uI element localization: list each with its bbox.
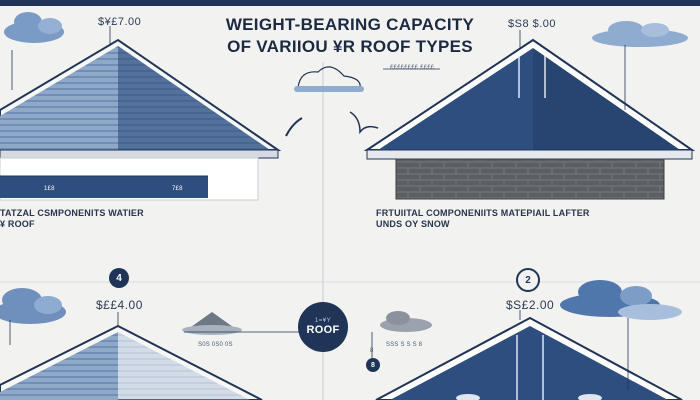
price-bottom-left: $££4.00 <box>96 298 143 312</box>
step-number-2: 2 <box>516 268 540 292</box>
infographic-title: WEIGHT-BEARING CAPACITY OF VARIIOU ¥R RO… <box>180 14 520 58</box>
title-line-2: OF VARIIOU ¥R ROOF TYPES <box>227 37 473 56</box>
cloud-icon <box>560 280 682 320</box>
bar-label-right: 7£8 <box>172 186 183 192</box>
section-heading-right-line1: FRTUIITAL COMPONENIITS MATEPIAIL LAFTER <box>376 208 590 218</box>
cloud-icon <box>4 12 64 43</box>
center-roof-badge: 1=¥Y ROOF <box>298 302 348 352</box>
cloud-outline-icon <box>294 66 364 92</box>
cloud-icon <box>380 311 432 332</box>
center-badge-label: ROOF <box>306 324 340 336</box>
section-heading-left-line2: ¥ ROOF <box>0 219 35 229</box>
roof-bottom-right <box>375 316 683 400</box>
label-bottom-right: SSS S S S 8 <box>386 342 423 348</box>
section-heading-left-line1: TATZAL CSMPONENITS WATIER <box>0 208 144 218</box>
small-number-label: 8 <box>370 348 374 354</box>
price-top-left: $¥£7.00 <box>98 16 142 28</box>
price-bottom-right: $S£2.00 <box>506 298 555 312</box>
roof-top-left <box>0 38 282 201</box>
top-bar <box>0 0 700 6</box>
roof-bottom-left <box>0 324 263 400</box>
roof-label-right: ££££££££ ££££ <box>390 65 435 71</box>
label-bottom-center: S0S 0S0 0S <box>198 342 233 348</box>
title-line-1: WEIGHT-BEARING CAPACITY <box>225 15 475 34</box>
section-heading-right: FRTUIITAL COMPONENIITS MATEPIAIL LAFTER … <box>376 208 590 230</box>
step-number-4: 4 <box>109 268 129 288</box>
cloud-icon <box>592 21 688 47</box>
roof-top-right <box>363 38 696 200</box>
wind-swoosh-icon <box>349 111 379 135</box>
price-top-right: $S8 $.00 <box>508 18 557 30</box>
section-heading-left: TATZAL CSMPONENITS WATIER ¥ ROOF <box>0 208 144 230</box>
mountain-cloud-icon <box>182 312 242 335</box>
wind-swoosh-icon <box>285 117 303 137</box>
bar-label-left: 1£8 <box>44 186 55 192</box>
cloud-icon <box>0 288 66 324</box>
section-heading-right-line2: UNDS OY SNOW <box>376 219 450 229</box>
center-badge-caption: 1=¥Y <box>314 318 332 324</box>
small-number-badge: 8 <box>366 358 380 372</box>
